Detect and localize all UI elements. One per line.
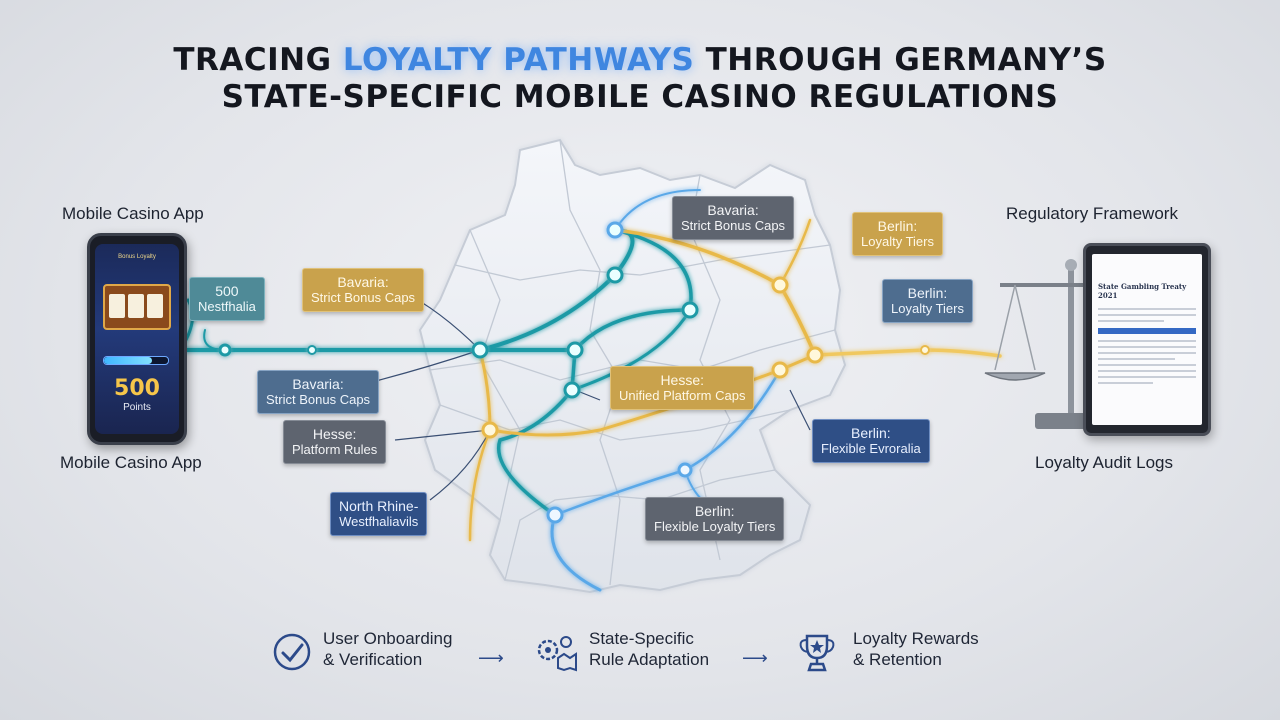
phone-screen: Bonus Loyalty 500 Points — [95, 244, 179, 434]
points-value: 500 — [114, 376, 160, 401]
flow-arrow-2: ⟶ — [742, 648, 768, 668]
page-title-line1: TRACING LOYALTY PATHWAYS THROUGH GERMANY… — [0, 42, 1280, 78]
right-top-label: Regulatory Framework — [1006, 204, 1178, 223]
check-circle-icon — [273, 633, 311, 671]
flow-step-loyalty-rewards: Loyalty Rewards& Retention — [853, 629, 979, 669]
left-top-label: Mobile Casino App — [62, 204, 204, 223]
tag-bavaria-lower: Bavaria:Strict Bonus Caps — [257, 370, 380, 414]
tag-berlin-steel: Berlin:Loyalty Tiers — [882, 279, 973, 323]
flow-arrow-1: ⟶ — [478, 648, 504, 668]
tag-berlin-gold: Berlin:Loyalty Tiers — [852, 212, 943, 256]
tablet-heading: State Gambling Treaty 2021 — [1098, 282, 1187, 300]
points-label: Points — [123, 402, 151, 413]
title-text-end: THROUGH GERMANY’S — [694, 42, 1107, 78]
right-bottom-label: Loyalty Audit Logs — [1035, 453, 1173, 472]
trophy-icon — [799, 634, 835, 672]
left-bottom-label: Mobile Casino App — [60, 453, 202, 472]
tag-berlin-grey: Berlin:Flexible Loyalty Tiers — [645, 497, 785, 541]
flow-step-onboarding: User Onboarding& Verification — [323, 629, 453, 669]
phone-header: Bonus Loyalty — [118, 254, 156, 260]
page-title-line2: STATE-SPECIFIC MOBILE CASINO REGULATIONS — [221, 79, 1059, 115]
tag-berlin-navy: Berlin:Flexible Evroralia — [812, 419, 930, 463]
tablet-screen: State Gambling Treaty 2021 — [1092, 254, 1202, 425]
loyalty-progress-bar — [103, 356, 169, 365]
loyalty-progress-fill — [104, 357, 152, 364]
tablet-highlight-bar — [1098, 328, 1196, 334]
tag-bavaria-left: Bavaria:Strict Bonus Caps — [302, 268, 425, 312]
tag-north-rhine: North Rhine-Westfhaliavils — [330, 492, 428, 536]
map-nodes — [218, 221, 930, 524]
slot-machine-icon — [103, 284, 171, 330]
mobile-casino-phone[interactable]: Bonus Loyalty 500 Points — [87, 233, 187, 445]
title-highlight: LOYALTY PATHWAYS — [342, 42, 695, 78]
tag-bavaria-top: Bavaria:Strict Bonus Caps — [672, 196, 795, 240]
audit-tablet[interactable]: State Gambling Treaty 2021 — [1083, 243, 1211, 436]
gears-map-icon — [537, 636, 577, 672]
tag-hesse-left: Hesse:Platform Rules — [283, 420, 387, 464]
tag-hesse-center: Hesse:Unified Platform Caps — [610, 366, 755, 410]
title-text-start: TRACING — [173, 42, 343, 78]
